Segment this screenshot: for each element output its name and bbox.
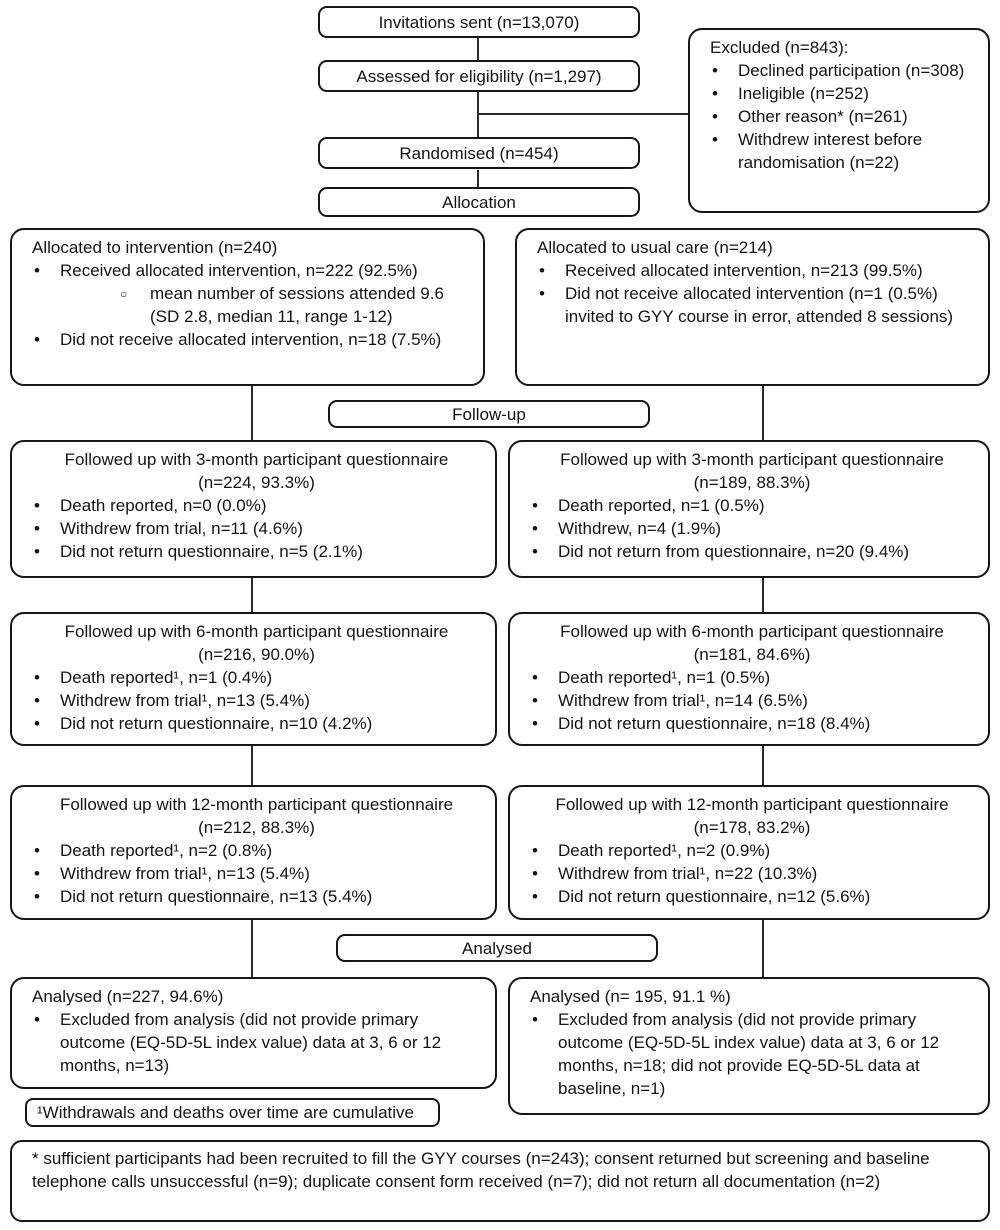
followup-6m-usual-care-subtitle: (n=181, 84.6%): [693, 645, 811, 664]
bullet-item: Did not receive allocated intervention (…: [537, 282, 974, 328]
box-followup-12m-usual-care: Followed up with 12-month participant qu…: [508, 785, 990, 920]
label-analysed: Analysed: [336, 934, 658, 962]
connector: [477, 38, 479, 60]
box-followup-12m-intervention: Followed up with 12-month participant qu…: [10, 785, 497, 920]
bullet-item: Death reported¹, n=2 (0.9%): [530, 839, 974, 862]
followup-3m-intervention-title: Followed up with 3-month participant que…: [64, 450, 449, 469]
bullet-item: Did not return questionnaire, n=12 (5.6%…: [530, 885, 974, 908]
bullet-item: Did not return questionnaire, n=18 (8.4%…: [530, 712, 974, 735]
label-allocation: Allocation: [318, 187, 640, 217]
connector: [251, 746, 253, 785]
label-followup: Follow-up: [328, 400, 650, 428]
followup-6m-intervention-title: Followed up with 6-month participant que…: [64, 622, 449, 641]
allocated-usual-care-list: Received allocated intervention, n=213 (…: [537, 259, 974, 328]
analysed-intervention-list: Excluded from analysis (did not provide …: [32, 1008, 481, 1077]
connector: [477, 170, 479, 188]
bullet-item: Withdrew from trial, n=11 (4.6%): [32, 517, 481, 540]
connector: [251, 386, 253, 440]
box-allocated-usual-care: Allocated to usual care (n=214) Received…: [515, 228, 990, 386]
bullet-item: Did not receive allocated intervention, …: [32, 328, 469, 351]
allocated-intervention-title: Allocated to intervention (n=240): [32, 238, 278, 257]
box-invitations: Invitations sent (n=13,070): [318, 6, 640, 38]
excluded-title: Excluded (n=843):: [710, 38, 849, 57]
footnote-cumulative: ¹Withdrawals and deaths over time are cu…: [25, 1098, 440, 1127]
followup-3m-usual-care-subtitle: (n=189, 88.3%): [693, 473, 811, 492]
box-excluded: Excluded (n=843): Declined participation…: [688, 28, 990, 213]
bullet-item: Declined participation (n=308): [710, 59, 974, 82]
bullet-item: Withdrew from trial¹, n=22 (10.3%): [530, 862, 974, 885]
bullet-item: Withdrew from trial¹, n=14 (6.5%): [530, 689, 974, 712]
box-assessed-eligibility: Assessed for eligibility (n=1,297): [318, 60, 640, 92]
followup-6m-usual-care-title: Followed up with 6-month participant que…: [560, 622, 944, 641]
bullet-item: mean number of sessions attended 9.6 (SD…: [32, 282, 469, 328]
followup-6m-usual-care-list: Death reported¹, n=1 (0.5%)Withdrew from…: [530, 666, 974, 735]
connector: [477, 92, 479, 138]
analysed-intervention-title: Analysed (n=227, 94.6%): [32, 987, 224, 1006]
bullet-item: Did not return from questionnaire, n=20 …: [530, 540, 974, 563]
allocated-usual-care-title: Allocated to usual care (n=214): [537, 238, 773, 257]
excluded-list: Declined participation (n=308)Ineligible…: [710, 59, 974, 174]
box-analysed-usual-care: Analysed (n= 195, 91.1 %) Excluded from …: [508, 977, 990, 1115]
followup-12m-intervention-title: Followed up with 12-month participant qu…: [59, 795, 454, 814]
allocated-intervention-list: Received allocated intervention, n=222 (…: [32, 259, 469, 351]
connector: [251, 578, 253, 612]
bullet-item: Ineligible (n=252): [710, 82, 974, 105]
followup-6m-intervention-subtitle: (n=216, 90.0%): [198, 645, 315, 664]
bullet-item: Withdrew from trial¹, n=13 (5.4%): [32, 689, 481, 712]
followup-3m-intervention-list: Death reported, n=0 (0.0%)Withdrew from …: [32, 494, 481, 563]
bullet-item: Did not return questionnaire, n=10 (4.2%…: [32, 712, 481, 735]
box-randomised: Randomised (n=454): [318, 137, 640, 169]
bullet-item: Death reported¹, n=2 (0.8%): [32, 839, 481, 862]
footnote-other-reasons: * sufficient participants had been recru…: [10, 1140, 990, 1222]
followup-3m-intervention-subtitle: (n=224, 93.3%): [198, 473, 315, 492]
connector: [762, 920, 764, 977]
bullet-item: Death reported, n=0 (0.0%): [32, 494, 481, 517]
box-allocated-intervention: Allocated to intervention (n=240) Receiv…: [10, 228, 485, 386]
box-followup-6m-intervention: Followed up with 6-month participant que…: [10, 612, 497, 746]
connector: [762, 746, 764, 785]
followup-12m-usual-care-list: Death reported¹, n=2 (0.9%)Withdrew from…: [530, 839, 974, 908]
box-analysed-intervention: Analysed (n=227, 94.6%) Excluded from an…: [10, 977, 497, 1089]
box-followup-3m-intervention: Followed up with 3-month participant que…: [10, 440, 497, 578]
bullet-item: Received allocated intervention, n=222 (…: [32, 259, 469, 282]
box-followup-3m-usual-care: Followed up with 3-month participant que…: [508, 440, 990, 578]
followup-3m-usual-care-list: Death reported, n=1 (0.5%)Withdrew, n=4 …: [530, 494, 974, 563]
followup-3m-usual-care-title: Followed up with 3-month participant que…: [560, 450, 944, 469]
followup-6m-intervention-list: Death reported¹, n=1 (0.4%)Withdrew from…: [32, 666, 481, 735]
bullet-item: Death reported, n=1 (0.5%): [530, 494, 974, 517]
connector: [477, 113, 690, 115]
connector: [762, 578, 764, 612]
box-followup-6m-usual-care: Followed up with 6-month participant que…: [508, 612, 990, 746]
bullet-item: Received allocated intervention, n=213 (…: [537, 259, 974, 282]
bullet-item: Withdrew interest before randomisation (…: [710, 128, 974, 174]
connector: [251, 920, 253, 977]
bullet-item: Withdrew from trial¹, n=13 (5.4%): [32, 862, 481, 885]
followup-12m-intervention-list: Death reported¹, n=2 (0.8%)Withdrew from…: [32, 839, 481, 908]
bullet-item: Excluded from analysis (did not provide …: [32, 1008, 481, 1077]
connector: [762, 386, 764, 440]
bullet-item: Withdrew, n=4 (1.9%): [530, 517, 974, 540]
bullet-item: Other reason* (n=261): [710, 105, 974, 128]
followup-12m-usual-care-subtitle: (n=178, 83.2%): [693, 818, 811, 837]
bullet-item: Death reported¹, n=1 (0.4%): [32, 666, 481, 689]
followup-12m-intervention-subtitle: (n=212, 88.3%): [198, 818, 315, 837]
bullet-item: Did not return questionnaire, n=5 (2.1%): [32, 540, 481, 563]
bullet-item: Excluded from analysis (did not provide …: [530, 1008, 974, 1100]
bullet-item: Did not return questionnaire, n=13 (5.4%…: [32, 885, 481, 908]
bullet-item: Death reported¹, n=1 (0.5%): [530, 666, 974, 689]
followup-12m-usual-care-title: Followed up with 12-month participant qu…: [555, 795, 949, 814]
analysed-usual-care-title: Analysed (n= 195, 91.1 %): [530, 987, 731, 1006]
analysed-usual-care-list: Excluded from analysis (did not provide …: [530, 1008, 974, 1100]
